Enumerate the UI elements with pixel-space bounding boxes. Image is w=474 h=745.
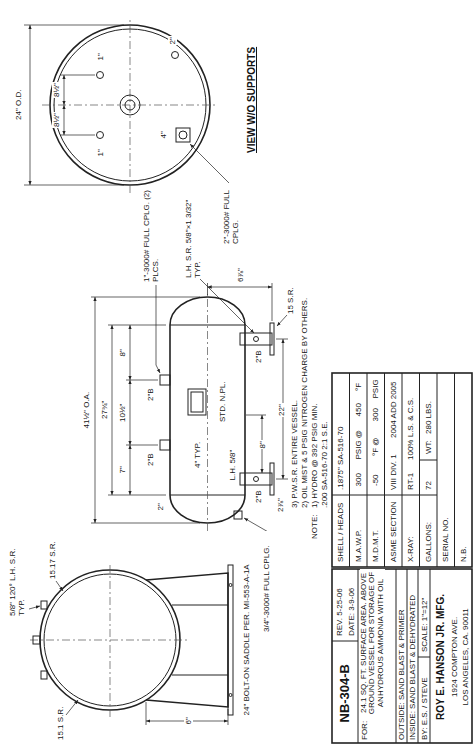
table-cell: 300: [371, 407, 380, 422]
table-cell: M.A.W.P.: [354, 529, 363, 563]
callout-note: 24" BOLT-ON SADDLE PER. MI-553-A-1A: [242, 563, 251, 716]
dimension-label: 2⅞": [276, 497, 285, 513]
table-cell: N.B.: [459, 545, 468, 563]
dimension-label: 2"B: [146, 387, 155, 402]
table-cell: DATE: 3-9-06: [347, 587, 356, 637]
table-cell: SCALE: 1"=12": [420, 597, 429, 653]
table-cell: 300: [354, 472, 363, 487]
note-text: .200 SA-516-70 2:1 S.E.: [320, 420, 329, 509]
table-cell: FOR:: [360, 720, 369, 741]
callout-note: 15.1 S.R.: [56, 706, 65, 741]
end-view: [29, 563, 233, 725]
nameplate-label: STD. N.PL.: [218, 381, 227, 423]
dimension-label: 2"B: [254, 489, 263, 504]
dimension-label: 22": [277, 403, 286, 417]
dimension-label: 8": [258, 440, 267, 449]
table-cell: 100% L.S. & C.S.: [406, 397, 415, 461]
table-cell: RT-1: [406, 472, 415, 491]
table-cell: 280 LBS.: [424, 400, 433, 435]
table-cell: X-RAY:: [406, 535, 415, 563]
table-cell: BY: E.S. / STEVE: [420, 676, 429, 741]
dimension-label: 24" O.D.: [14, 89, 23, 121]
dimension-label: 2"B: [146, 452, 155, 467]
table-cell: °F @: [371, 437, 380, 457]
table-cell: PSIG @: [354, 429, 363, 460]
view-title: VIEW W/O SUPPORTS: [246, 46, 258, 154]
table-cell: PSIG: [371, 378, 380, 399]
dimension-label: 6": [184, 716, 193, 725]
table-cell: °F: [354, 382, 363, 392]
table-cell: ASME SECTION: [389, 501, 398, 563]
dimension-label: 10½": [118, 403, 127, 423]
title-block: [332, 373, 472, 743]
callout-note: 3/4"-3000# FULL CPLG.: [262, 531, 271, 633]
dimension-label: 4" TYP.: [193, 441, 202, 469]
callout-note: 15.17 S.R.: [48, 540, 57, 580]
note-text: 1) HYDRO @ 392 PSIG MIN.: [310, 402, 319, 509]
side-view: [91, 279, 288, 533]
callout-note: 5/8" 120° L.H. S.R. TYP.: [8, 529, 26, 617]
dimension-label: 4": [159, 130, 168, 139]
dimension-label: 8½": [52, 112, 61, 128]
table-cell: LOS ANGELES, CA. 90011: [461, 607, 470, 706]
table-cell: 24.1 SQ. FT. SURFACE AREA. ABOVE GROUND …: [360, 569, 385, 717]
note-text: 2) OIL MIST & 5 PSIG NITROGEN CHARGE BY …: [300, 297, 309, 509]
head-view: [24, 17, 230, 193]
table-cell: WT:: [424, 439, 433, 455]
dimension-label: 2"B: [254, 349, 263, 364]
callout-note: L.H. S.R. 5/8"×1 3/32" TYP.: [184, 187, 202, 279]
dimension-label: 7": [118, 465, 127, 474]
dimension-label: 41½" O.A.: [82, 391, 91, 430]
table-cell: INSIDE: SAND BLAST & DEHYDRATED: [408, 594, 417, 741]
table-cell: REV. 5-25-06: [335, 587, 344, 637]
dimension-label: 8": [118, 348, 127, 357]
table-cell: 72: [424, 480, 433, 491]
dimension-label: 2": [168, 36, 177, 45]
table-cell: SHELL / HEADS: [336, 502, 345, 563]
dimension-label: 6⅞": [236, 267, 245, 283]
callout-note: L.H. 5/8": [228, 449, 237, 482]
note-text: 3) P.W.S.R. ENTIRE VESSEL.: [290, 399, 299, 509]
table-cell: 2004 ADD 2005: [389, 381, 398, 440]
table-cell: OUTSIDE: SAND BLAST & PRIMER: [397, 608, 406, 741]
table-cell: VIII DIV. 1: [389, 453, 398, 491]
callout-note: 15 S.R.: [286, 286, 295, 315]
table-cell: 450: [354, 402, 363, 417]
table-cell: .1875" SA-516-70: [336, 426, 345, 491]
table-cell: 1924 COMPTON AVE.: [450, 616, 459, 698]
dimension-label: 8½": [52, 82, 61, 98]
dimension-label: 1": [96, 52, 105, 61]
company-name: ROY E. HANSON JR. MFG.: [435, 593, 447, 721]
table-cell: -50: [371, 473, 380, 487]
dimension-label: 27¾": [100, 400, 109, 420]
table-cell: M.D.M.T.: [371, 529, 380, 563]
table-cell: GALLONS:: [424, 521, 433, 563]
callout-note: 1"-3000# FULL CPLG. (2) PLCS.: [142, 187, 160, 283]
callout-note: 2"-3000# FULL CPLG.: [222, 183, 240, 245]
drawing-number: NB-304-B: [338, 663, 353, 724]
note-text: NOTE:: [310, 514, 319, 540]
table-cell: SERIAL NO.: [441, 516, 450, 563]
dimension-label: 2": [156, 502, 165, 511]
dimension-label: 1": [96, 148, 105, 157]
